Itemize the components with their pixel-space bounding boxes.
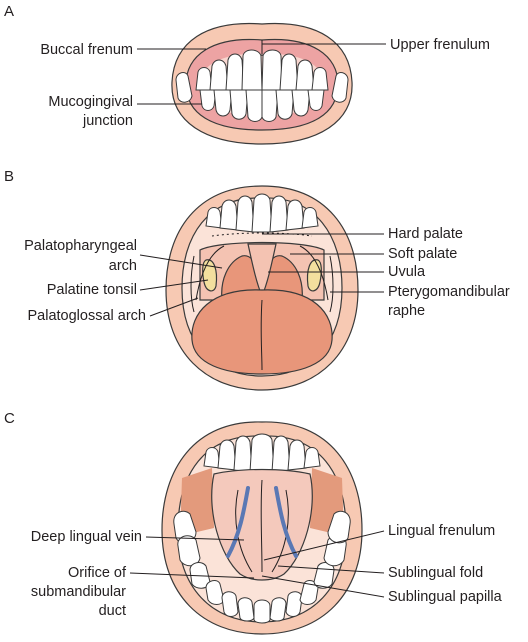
label-mucogingival-line1: Mucogingival (48, 94, 133, 110)
label-palatine-tonsil: Palatine tonsil (47, 282, 137, 298)
panel-c-lingual-frenulum (260, 479, 263, 573)
panel-b-tongue-groove (260, 299, 263, 371)
label-upper-frenulum: Upper frenulum (390, 37, 490, 53)
label-palatopharyngeal-line2: arch (109, 258, 137, 274)
label-palatopharyngeal-line1: Palatopharyngeal (24, 238, 137, 254)
leader-deep-lingual-vein (145, 536, 245, 541)
label-sublingual-papilla: Sublingual papilla (388, 589, 503, 605)
panel-a-upper-teeth (195, 49, 329, 91)
panel-b-raphe-right (329, 255, 334, 313)
panel-b-tongue (191, 289, 333, 375)
label-sublingual-fold: Sublingual fold (388, 565, 483, 581)
label-mucogingival-line2: junction (82, 113, 133, 129)
leader-palatoglossal (149, 297, 199, 317)
label-pterygomandibular-line2: raphe (388, 303, 425, 319)
panel-a-left-molars (175, 72, 193, 103)
panel-a: A (4, 3, 490, 145)
leader-palatine-tonsil (139, 279, 209, 291)
panel-b-raphe-left (190, 255, 195, 313)
panel-c-left-vein (226, 486, 250, 558)
label-soft-palate: Soft palate (388, 246, 457, 262)
label-orifice-line2: submandibular (31, 584, 126, 600)
panel-b: B (4, 168, 510, 391)
panel-b-palatoglossal-arch-left (195, 245, 225, 301)
panel-a-letter: A (4, 3, 14, 20)
label-orifice-line1: Orifice of (68, 565, 127, 581)
label-hard-palate: Hard palate (388, 226, 463, 242)
leader-lingual-frenulum (263, 530, 385, 561)
panel-b-right-tonsil (306, 259, 322, 292)
panel-c-lower-teeth (173, 510, 351, 624)
label-deep-lingual-vein: Deep lingual vein (31, 529, 142, 545)
panel-c-upper-teeth (203, 433, 321, 473)
panel-b-left-tonsil (202, 259, 218, 292)
label-orifice-line3: duct (99, 603, 126, 619)
leader-palatopharyngeal (139, 254, 223, 269)
panel-c: C (4, 410, 503, 635)
label-uvula: Uvula (388, 264, 426, 280)
leader-sublingual-papilla (261, 575, 385, 598)
panel-a-right-molars (331, 72, 349, 103)
panel-c-right-vein (274, 486, 298, 558)
label-lingual-frenulum: Lingual frenulum (388, 523, 495, 539)
panel-b-upper-teeth (205, 193, 319, 233)
label-buccal-frenum: Buccal frenum (40, 42, 133, 58)
panel-c-letter: C (4, 410, 15, 427)
panel-a-lower-teeth (199, 89, 325, 122)
panel-b-letter: B (4, 168, 14, 185)
panel-b-hard-palate (211, 232, 313, 237)
label-pterygomandibular-line1: Pterygomandibular (388, 284, 510, 300)
leader-orifice (129, 572, 255, 579)
leader-sublingual-fold (277, 565, 385, 574)
label-palatoglossal-arch: Palatoglossal arch (28, 308, 147, 324)
panel-b-palatoglossal-arch-right (299, 245, 329, 301)
